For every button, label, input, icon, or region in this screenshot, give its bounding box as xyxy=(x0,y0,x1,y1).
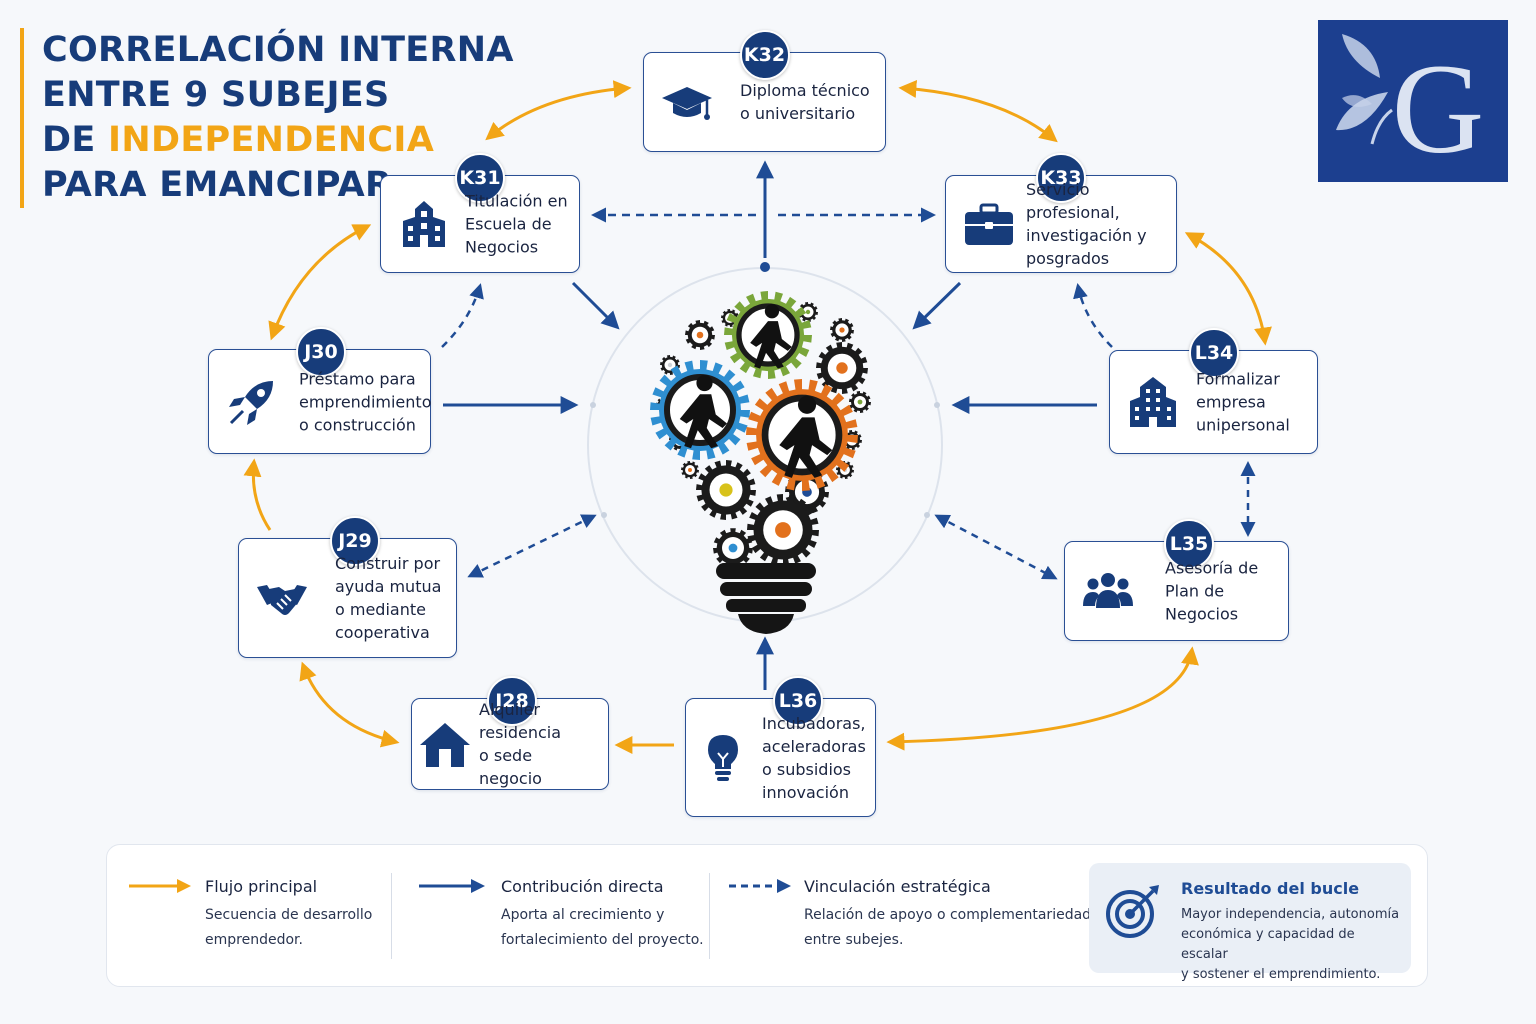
legend-title: Contribución directa xyxy=(501,877,664,896)
gear-icon xyxy=(696,460,756,520)
edge-estrategica-j30-k31 xyxy=(441,283,484,348)
walking-person-icon xyxy=(750,304,792,369)
edge-estrategica-l34-k33 xyxy=(1073,283,1113,348)
legend-result: Resultado del bucle Mayor independencia,… xyxy=(1089,863,1411,982)
node-j29[interactable]: J29 Construir por ayuda mutua o mediante… xyxy=(238,516,457,658)
node-label: Incubadoras, aceleradoras o subsidios in… xyxy=(762,713,866,802)
node-badge: K33 xyxy=(1036,153,1086,203)
edge-directa-k33-center xyxy=(912,281,962,330)
gear-icon xyxy=(849,391,871,413)
node-badge: L35 xyxy=(1164,519,1214,569)
handshake-icon xyxy=(255,571,309,625)
rocket-icon xyxy=(225,375,279,429)
node-badge: L36 xyxy=(773,676,823,726)
title-prefix: DE xyxy=(42,120,109,160)
legend-navy-arrow-icon xyxy=(419,879,485,893)
node-label: Formalizar empresa unipersonal xyxy=(1196,369,1290,435)
gear-icon xyxy=(830,318,854,342)
lightbulb-icon xyxy=(696,731,750,785)
gear-icon xyxy=(747,494,819,566)
node-badge: K31 xyxy=(455,153,505,203)
house-icon xyxy=(418,717,472,771)
diagram-title: CORRELACIÓN INTERNA ENTRE 9 SUBEJES DE I… xyxy=(20,28,514,208)
edge-directa-k31-center xyxy=(571,281,620,330)
leaf-logo-icon: G xyxy=(1336,34,1484,180)
gear-with-walker-icon xyxy=(746,379,858,491)
node-badge: J29 xyxy=(330,516,380,566)
result-title: Resultado del bucle xyxy=(1181,879,1360,898)
node-badge: K32 xyxy=(739,30,790,80)
brand-logo: G xyxy=(1318,20,1508,182)
gear-icon xyxy=(816,342,868,394)
title-line: CORRELACIÓN INTERNA xyxy=(42,30,514,70)
ring-dot xyxy=(590,402,596,408)
result-desc: Mayor independencia, autonomía económica… xyxy=(1181,907,1400,982)
legend-orange-arrow-icon xyxy=(129,879,191,893)
title-accent: INDEPENDENCIA xyxy=(108,120,435,160)
graduation-cap-icon xyxy=(660,75,714,129)
edge-principal-k31-k32 xyxy=(485,80,632,141)
ring-dot xyxy=(934,402,940,408)
node-label: Asesoría de Plan de Negocios xyxy=(1165,558,1259,624)
gear-lightbulb-icon xyxy=(650,291,871,634)
node-j28[interactable]: J28 Alquiler residencia o sede negocio xyxy=(411,676,609,790)
legend-title: Vinculación estratégica xyxy=(804,877,991,896)
gear-with-walker-icon xyxy=(650,360,750,460)
briefcase-icon xyxy=(962,197,1016,251)
gear-icon xyxy=(798,302,818,322)
node-j30[interactable]: J30 Préstamo para emprendimiento o const… xyxy=(208,327,432,454)
edge-principal-j29-j30 xyxy=(243,458,272,531)
ring-dot xyxy=(601,512,607,518)
node-badge: J28 xyxy=(487,676,537,726)
gear-icon xyxy=(713,528,753,568)
gear-icon xyxy=(681,461,699,479)
node-k33[interactable]: K33 Servicio profesional, investigación … xyxy=(945,153,1177,273)
legend-desc: Secuencia de desarrollo emprendedor. xyxy=(205,907,373,948)
school-building-icon xyxy=(397,197,451,251)
title-line: ENTRE 9 SUBEJES xyxy=(42,75,390,115)
edge-estrategica-l35-center xyxy=(934,514,1058,580)
node-label: Construir por ayuda mutua o mediante coo… xyxy=(335,554,442,642)
edge-principal-j30-k31 xyxy=(268,224,372,341)
title-line: PARA EMANCIPAR xyxy=(42,165,393,205)
office-building-icon xyxy=(1126,375,1180,429)
title-line: DE INDEPENDENCIA xyxy=(42,118,514,163)
node-label: Préstamo para emprendimiento o construcc… xyxy=(299,369,432,434)
edge-estrategica-j29-center xyxy=(467,514,597,578)
legend-panel: Flujo principal Secuencia de desarrollo … xyxy=(106,844,1428,987)
legend-dashed-arrow-icon xyxy=(729,879,791,893)
node-k31[interactable]: K31 Titulación en Escuela de Negocios xyxy=(380,153,580,273)
legend-divider xyxy=(391,873,392,959)
ring-dot xyxy=(924,512,930,518)
edge-principal-j28-j29 xyxy=(299,661,400,748)
legend-title: Flujo principal xyxy=(205,877,318,896)
edge-principal-k32-k33 xyxy=(898,80,1058,143)
node-label: Alquiler residencia o sede negocio xyxy=(479,700,562,788)
node-badge: J30 xyxy=(296,327,346,377)
legend-desc: Aporta al crecimiento y fortalecimiento … xyxy=(501,907,704,948)
node-badge: L34 xyxy=(1189,328,1239,378)
node-l34[interactable]: L34 Formalizar empresa unipersonal xyxy=(1109,328,1318,454)
gear-icon xyxy=(685,320,715,350)
walking-person-icon xyxy=(679,374,727,449)
legend-desc: Relación de apoyo o complementariedad en… xyxy=(804,907,1092,948)
node-l35[interactable]: L35 Asesoría de Plan de Negocios xyxy=(1064,519,1289,641)
node-label: Diploma técnico o universitario xyxy=(740,81,870,123)
edge-principal-l35-l36 xyxy=(886,646,1199,751)
node-label: Servicio profesional, investigación y po… xyxy=(1026,180,1147,268)
people-group-icon xyxy=(1081,564,1135,618)
target-icon xyxy=(1106,885,1159,938)
node-label: Titulación en Escuela de Negocios xyxy=(465,191,568,257)
logo-letter: G xyxy=(1392,38,1484,180)
node-l36[interactable]: L36 Incubadoras, aceleradoras o subsidio… xyxy=(685,676,876,817)
ring-dot xyxy=(760,262,770,272)
gear-with-walker-icon xyxy=(724,291,812,379)
walking-person-icon xyxy=(779,395,833,478)
node-k32[interactable]: K32 Diploma técnico o universitario xyxy=(643,30,886,152)
edge-principal-k33-l34 xyxy=(1184,232,1272,346)
legend-divider xyxy=(709,873,710,959)
